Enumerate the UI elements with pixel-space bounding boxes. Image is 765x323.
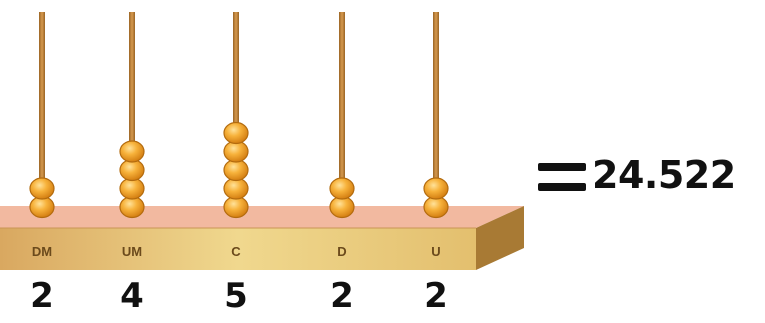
abacus-bead xyxy=(423,177,449,200)
digit-dm: 2 xyxy=(30,276,54,316)
rod-label-dm: DM xyxy=(32,244,52,259)
abacus-bead xyxy=(223,121,249,145)
abacus-bead xyxy=(223,140,249,163)
digit-c: 5 xyxy=(224,276,248,316)
abacus-bead xyxy=(119,177,145,200)
abacus-bead xyxy=(223,177,249,200)
rod-label-um: UM xyxy=(122,244,142,259)
digit-d: 2 xyxy=(330,276,354,316)
abacus-board-front xyxy=(0,228,476,270)
abacus-bead xyxy=(223,158,249,182)
abacus-bead xyxy=(223,195,249,219)
rod-label-c: C xyxy=(231,244,241,259)
abacus-bead xyxy=(119,195,145,219)
abacus-bead xyxy=(29,195,55,219)
abacus-bead xyxy=(329,177,355,200)
abacus-bead xyxy=(329,195,355,219)
abacus-rod-u xyxy=(433,12,439,214)
abacus-bead xyxy=(29,177,55,200)
rod-label-u: U xyxy=(431,244,440,259)
abacus-rod-um xyxy=(129,12,135,214)
abacus-bead xyxy=(119,140,145,163)
equals-sign xyxy=(538,163,586,191)
abacus-bead xyxy=(119,158,145,182)
digit-u: 2 xyxy=(424,276,448,316)
digit-um: 4 xyxy=(120,276,144,316)
abacus-rod-dm xyxy=(39,12,45,214)
result-value: 24.522 xyxy=(592,153,736,197)
abacus-board-side xyxy=(476,206,524,270)
abacus-rod-d xyxy=(339,12,345,214)
abacus-rod-c xyxy=(233,12,239,214)
rod-label-d: D xyxy=(337,244,346,259)
abacus-bead xyxy=(423,195,449,219)
